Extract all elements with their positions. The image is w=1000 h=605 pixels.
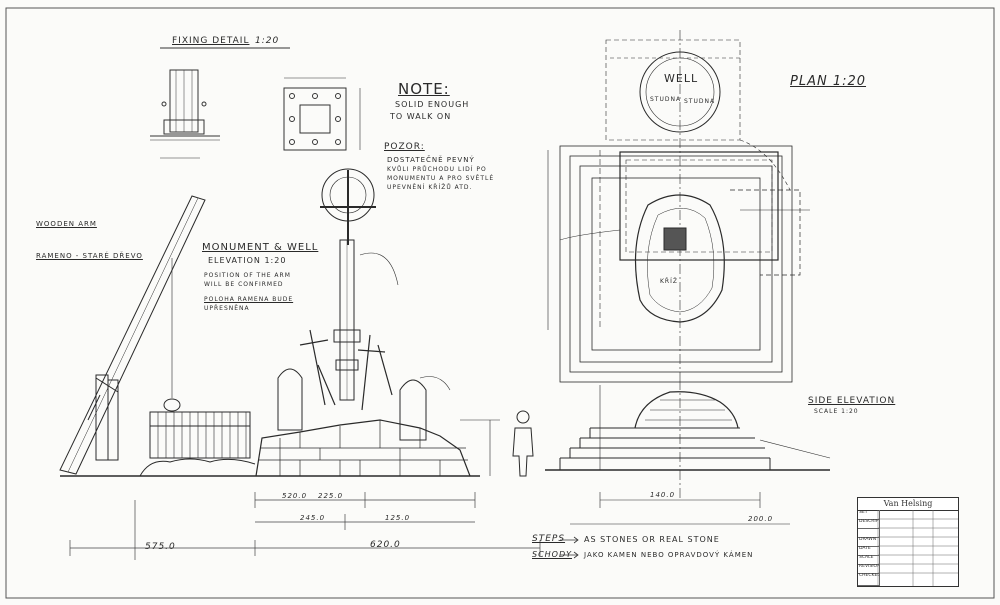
title-block-row-4: DRAWN (858, 537, 880, 547)
dimension-lines-elevation (69, 492, 541, 560)
title-block-grid (877, 510, 958, 586)
note-title: NOTE: (398, 80, 450, 98)
legend-arrows (560, 536, 579, 559)
arm-note-3: POLOHA RAMENA BUDE (204, 296, 294, 303)
dim-575: 575.0 (145, 542, 176, 552)
dim-225: 225.0 (318, 492, 344, 500)
title-block-brand: Van Helsing (858, 498, 958, 511)
side-elevation-drawing (545, 380, 831, 525)
title-block-row-2: DESCRIPTION (858, 519, 880, 529)
fixing-detail-scale: 1:20 (255, 36, 280, 46)
pozor-line-1: DOSTATEČNĚ PEVNÝ (387, 156, 475, 164)
side-elevation-scale: SCALE 1:20 (814, 408, 859, 415)
side-elevation-title: SIDE ELEVATION (808, 396, 896, 406)
wooden-arm-cz-label: RAMENO - STARÉ DŘEVO (36, 252, 143, 260)
wooden-arm-label: WOODEN ARM (36, 220, 97, 228)
plan-drawing (547, 30, 810, 383)
title-block-row-7: REVISION (858, 564, 880, 574)
schody-text: JAKO KAMEN NEBO OPRAVDOVÝ KÁMEN (584, 551, 754, 559)
dim-245: 245.0 (300, 514, 326, 522)
title-block-row-5: DATE (858, 546, 880, 556)
dim-140: 140.0 (650, 491, 676, 499)
pozor-title: POZOR: (384, 142, 425, 152)
arm-note-1: POSITION OF THE ARM (204, 272, 291, 279)
plan-title: PLAN 1:20 (790, 74, 867, 89)
dim-620: 620.0 (370, 540, 401, 550)
dim-125: 125.0 (385, 514, 411, 522)
note-line-2: TO WALK ON (390, 112, 452, 121)
schody-label: SCHODY (532, 550, 573, 559)
fixing-detail-drawing (150, 47, 361, 159)
pozor-line-2: KVŮLI PRŮCHODU LIDÍ PO (387, 166, 487, 173)
note-line-1: SOLID ENOUGH (395, 100, 470, 109)
dim-520: 520.0 (282, 492, 308, 500)
well-cz-label-1: STUDNA (650, 96, 682, 103)
steps-text: AS STONES OR REAL STONE (584, 535, 720, 544)
well-label: WELL (664, 72, 699, 85)
fixing-detail-title: FIXING DETAIL (172, 36, 250, 46)
pozor-line-3: MONUMENTU A PRO SVĚTLÉ (387, 175, 495, 182)
well-cz-label-2: STUDNA (684, 98, 716, 105)
title-block: Van Helsing SET DESCRIPTION DRAWN DATE S… (857, 497, 959, 587)
steps-label: STEPS (532, 534, 566, 544)
arm-note-4: UPŘESNĚNA (204, 305, 250, 312)
title-block-row-1: SET (858, 510, 880, 520)
title-block-row-3 (858, 528, 880, 538)
arm-note-2: WILL BE CONFIRMED (204, 281, 284, 288)
monument-title: MONUMENT & WELL (202, 242, 319, 253)
monument-subtitle: ELEVATION 1:20 (208, 256, 287, 265)
dim-200: 200.0 (748, 515, 774, 523)
title-block-row-8: CHECKED (858, 573, 880, 586)
monument-elevation-drawing (59, 168, 534, 477)
pozor-line-4: UPEVNĚNÍ KŘÍŽŮ ATD. (387, 184, 473, 191)
title-block-row-6: SCALE (858, 555, 880, 565)
cross-label: KŘÍŽ (660, 278, 678, 285)
